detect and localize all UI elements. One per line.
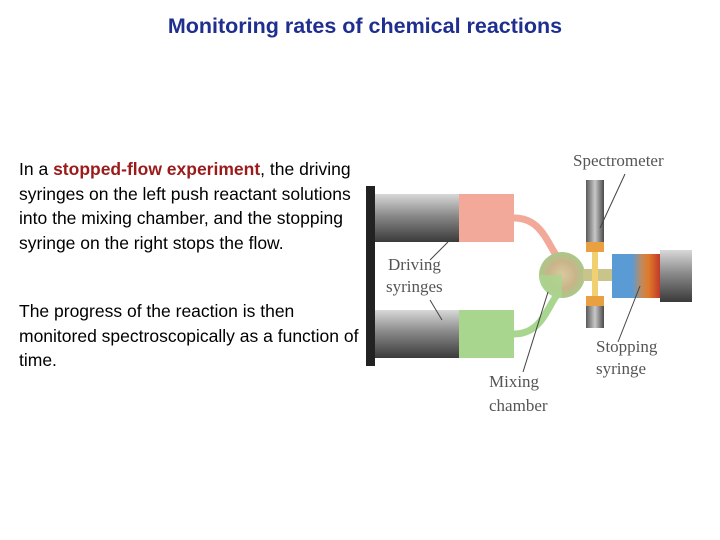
lower-plunger bbox=[375, 310, 459, 358]
label-stopping-line1: Stopping bbox=[596, 337, 658, 356]
label-mixing-line1: Mixing bbox=[489, 372, 540, 391]
leader-stopping bbox=[617, 285, 641, 343]
upper-plunger bbox=[375, 194, 459, 242]
label-mixing-line2: chamber bbox=[489, 396, 548, 415]
leader-mixing bbox=[522, 291, 549, 373]
stopped-flow-highlight: stopped-flow experiment bbox=[53, 159, 261, 179]
paragraph-prefix: In a bbox=[19, 159, 54, 179]
spectrometer-lower bbox=[586, 306, 604, 328]
stopping-barrel bbox=[660, 250, 692, 302]
beam-path bbox=[592, 252, 598, 296]
spectrometer-upper-window bbox=[586, 242, 604, 252]
description-paragraph: In a stopped-flow experiment, the drivin… bbox=[19, 157, 364, 255]
leader-driving-lower bbox=[429, 299, 443, 321]
leader-driving-upper bbox=[429, 241, 449, 261]
page-title: Monitoring rates of chemical reactions bbox=[167, 14, 563, 38]
spectrometer-lower-window bbox=[586, 296, 604, 306]
observation-channel bbox=[583, 269, 615, 281]
spectrometer-upper bbox=[586, 180, 604, 242]
upper-reactant bbox=[459, 194, 514, 242]
label-driving-line1: Driving bbox=[388, 255, 441, 274]
label-stopping-line2: syringe bbox=[596, 359, 646, 378]
leader-spectrometer bbox=[599, 173, 626, 229]
monitoring-paragraph: The progress of the reaction is then mon… bbox=[19, 301, 359, 370]
label-spectrometer: Spectrometer bbox=[573, 151, 664, 170]
paragraph-suffix: , the driving syringes on the left push … bbox=[19, 159, 351, 253]
stopped-flow-diagram: Spectrometer Driving syringes Stopping s… bbox=[366, 151, 692, 415]
stopping-piston bbox=[632, 254, 660, 298]
driving-plate bbox=[366, 186, 375, 366]
stopping-fluid bbox=[612, 254, 632, 298]
mixing-chamber-green-edge bbox=[539, 275, 562, 298]
lower-reactant bbox=[459, 310, 514, 358]
label-driving-line2: syringes bbox=[386, 277, 443, 296]
